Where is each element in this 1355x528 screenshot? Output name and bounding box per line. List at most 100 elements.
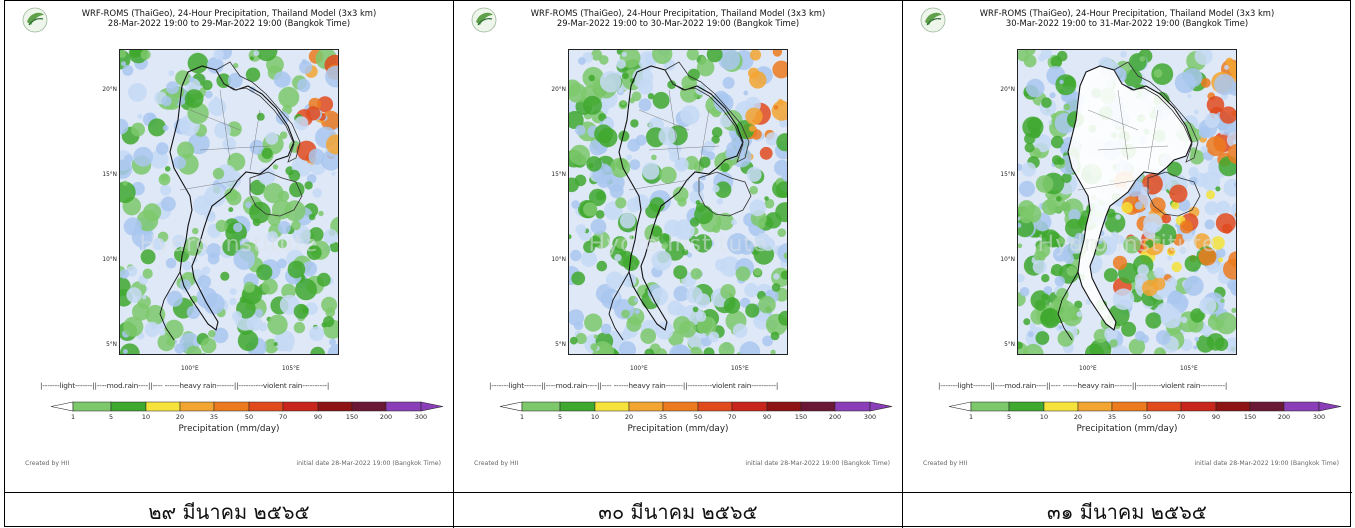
colorbar-tick-label: 150 xyxy=(345,413,359,421)
colorbar-tick-label: 10 xyxy=(590,413,600,421)
watermark: Hydro Institute xyxy=(588,232,768,257)
colorbar-label: Precipitation (mm/day) xyxy=(627,424,729,434)
colorbar-tick-label: 1 xyxy=(519,413,525,421)
laos-border xyxy=(215,61,301,163)
coastline xyxy=(159,271,181,341)
grid-divider xyxy=(5,492,1352,493)
colorbar-segment xyxy=(317,401,353,412)
colorbar-label: Precipitation (mm/day) xyxy=(1076,424,1178,434)
colorbar-tick-label: 50 xyxy=(1142,413,1152,421)
colorbar-tick-label: 35 xyxy=(658,413,668,421)
colorbar-right-arrow xyxy=(869,401,893,412)
colorbar-tick-label: 300 xyxy=(414,413,428,421)
watermark: Hydro Institute xyxy=(1037,232,1217,257)
colorbar-segment xyxy=(834,401,871,412)
lat-label: 15°N xyxy=(1000,172,1015,178)
footer-created-by: Created by HII xyxy=(474,460,519,467)
colorbar-tick-label: 150 xyxy=(794,413,808,421)
colorbar-tick-label: 35 xyxy=(209,413,219,421)
watermark: Hydro Institute xyxy=(139,232,319,257)
lat-label: 10°N xyxy=(551,257,566,263)
panel-title: WRF-ROMS (ThaiGeo), 24-Hour Precipitatio… xyxy=(454,8,902,28)
lon-label: 105°E xyxy=(731,366,749,372)
province-lines xyxy=(179,89,271,191)
colorbar-tick-label: 1 xyxy=(968,413,974,421)
panel-title: WRF-ROMS (ThaiGeo), 24-Hour Precipitatio… xyxy=(5,8,453,28)
lat-label: 15°N xyxy=(102,172,117,178)
colorbar-tick-label: 70 xyxy=(278,413,288,421)
forecast-panel: WRF-ROMS (ThaiGeo), 24-Hour Precipitatio… xyxy=(454,0,902,491)
colorbar-tick-label: 50 xyxy=(244,413,254,421)
colorbar-tick-label: 10 xyxy=(1039,413,1049,421)
forecast-panel: WRF-ROMS (ThaiGeo), 24-Hour Precipitatio… xyxy=(5,0,453,491)
colorbar-tick-label: 70 xyxy=(727,413,737,421)
colorbar-ranges: |-------light-------||----mod.rain----||… xyxy=(489,381,779,390)
colorbar-segment xyxy=(72,401,112,412)
colorbar-segment xyxy=(1077,401,1113,412)
colorbar-tick-label: 5 xyxy=(1006,413,1012,421)
colorbar-left-arrow xyxy=(948,401,972,412)
province-lines xyxy=(1077,89,1169,191)
colorbar-tick-label: 5 xyxy=(108,413,114,421)
colorbar-segment xyxy=(282,401,319,412)
colorbar-segment xyxy=(1111,401,1148,412)
hii-logo-icon xyxy=(471,7,497,33)
colorbar-tick-label: 35 xyxy=(1107,413,1117,421)
colorbar-tick-label: 1 xyxy=(70,413,76,421)
panel-title-line2: 29-Mar-2022 19:00 to 30-Mar-2022 19:00 (… xyxy=(556,18,800,28)
panel-title-line2: 30-Mar-2022 19:00 to 31-Mar-2022 19:00 (… xyxy=(1005,18,1249,28)
colorbar-left-arrow xyxy=(499,401,523,412)
grid-divider xyxy=(453,1,454,528)
colorbar-segment xyxy=(248,401,284,412)
thailand-border xyxy=(169,65,295,331)
precipitation-field xyxy=(569,50,787,354)
precipitation-map xyxy=(119,49,339,355)
colorbar-tick-label: 50 xyxy=(693,413,703,421)
lat-label: 5°N xyxy=(106,342,117,348)
cambodia-border xyxy=(249,171,303,217)
footer-initial-date: initial date 28-Mar-2022 19:00 (Bangkok … xyxy=(296,460,441,467)
colorbar-right-arrow xyxy=(420,401,444,412)
colorbar-tick-label: 200 xyxy=(828,413,842,421)
lat-label: 5°N xyxy=(1004,342,1015,348)
panel-title: WRF-ROMS (ThaiGeo), 24-Hour Precipitatio… xyxy=(903,8,1351,28)
colorbar-tick-label: 200 xyxy=(379,413,393,421)
cambodia-border xyxy=(698,171,752,217)
colorbar-segment xyxy=(731,401,768,412)
footer-initial-date: initial date 28-Mar-2022 19:00 (Bangkok … xyxy=(1194,460,1339,467)
colorbar-tick-label: 10 xyxy=(141,413,151,421)
lat-label: 10°N xyxy=(102,257,117,263)
colorbar-segment xyxy=(1180,401,1217,412)
colorbar-segment xyxy=(351,401,387,412)
colorbar-segment xyxy=(1008,401,1045,412)
laos-border xyxy=(664,61,750,163)
coastline xyxy=(1057,271,1079,341)
colorbar-label: Precipitation (mm/day) xyxy=(178,424,280,434)
lat-label: 10°N xyxy=(1000,257,1015,263)
lat-label: 5°N xyxy=(555,342,566,348)
lon-label: 100°E xyxy=(1079,366,1097,372)
colorbar-segment xyxy=(145,401,181,412)
colorbar-segment xyxy=(385,401,422,412)
colorbar-segment xyxy=(213,401,250,412)
colorbar-segment xyxy=(697,401,733,412)
colorbar-segment xyxy=(1043,401,1079,412)
colorbar-tick-label: 5 xyxy=(557,413,563,421)
colorbar-tick-label: 90 xyxy=(762,413,772,421)
thailand-border xyxy=(1067,65,1193,331)
lon-label: 100°E xyxy=(181,366,199,372)
panel-caption: ๒๙ มีนาคม ๒๕๖๕ xyxy=(148,500,310,524)
colorbar-segment xyxy=(594,401,630,412)
footer-created-by: Created by HII xyxy=(923,460,968,467)
colorbar-segment xyxy=(1249,401,1285,412)
grid-divider xyxy=(902,1,903,528)
footer-initial-date: initial date 28-Mar-2022 19:00 (Bangkok … xyxy=(745,460,890,467)
colorbar-left-arrow xyxy=(50,401,74,412)
forecast-panel: WRF-ROMS (ThaiGeo), 24-Hour Precipitatio… xyxy=(903,0,1351,491)
colorbar-segment xyxy=(110,401,147,412)
lon-label: 105°E xyxy=(282,366,300,372)
colorbar-segment xyxy=(800,401,836,412)
colorbar-tick-label: 150 xyxy=(1243,413,1257,421)
footer-created-by: Created by HII xyxy=(25,460,70,467)
panel-caption: ๓๐ มีนาคม ๒๕๖๕ xyxy=(598,500,758,524)
